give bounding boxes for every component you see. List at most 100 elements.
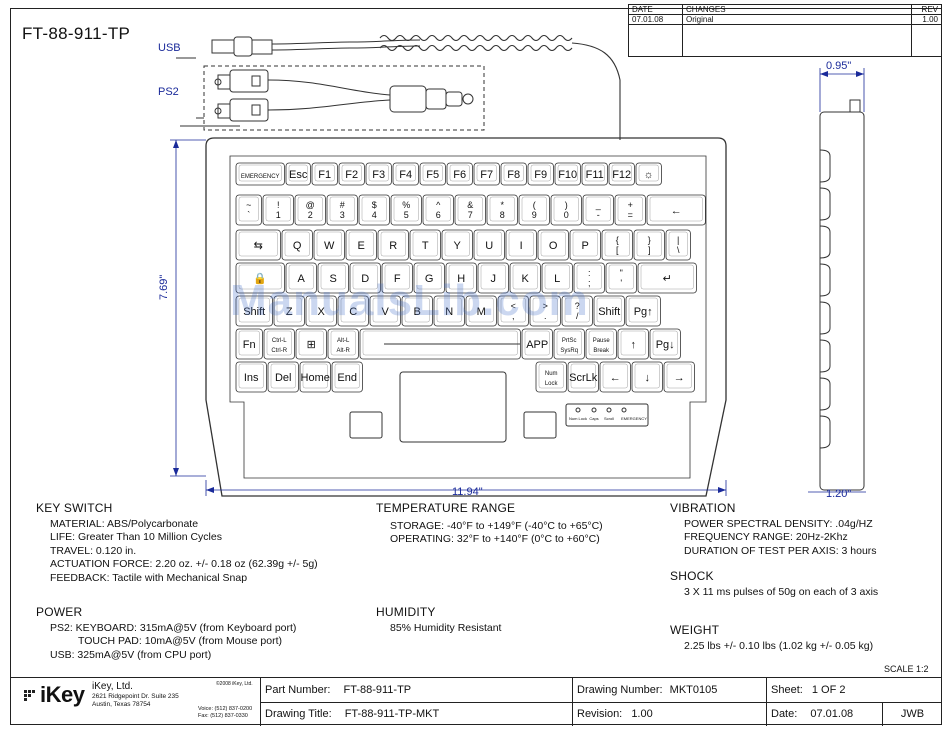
key[interactable]: _- [582, 194, 614, 226]
key[interactable]: F12 [608, 162, 635, 186]
key[interactable]: → [663, 361, 695, 393]
key[interactable]: &7 [454, 194, 486, 226]
key[interactable]: F [381, 262, 413, 294]
key[interactable]: I [505, 229, 537, 261]
key[interactable]: M [465, 295, 497, 327]
key[interactable]: ← [646, 194, 706, 226]
key[interactable]: L [541, 262, 573, 294]
key[interactable]: $4 [358, 194, 390, 226]
key[interactable]: Del [267, 361, 299, 393]
key[interactable]: E [345, 229, 377, 261]
key[interactable]: += [614, 194, 646, 226]
key[interactable]: Ins [235, 361, 267, 393]
key[interactable]: C [337, 295, 369, 327]
key[interactable]: F10 [554, 162, 581, 186]
key[interactable]: F5 [419, 162, 446, 186]
key[interactable]: Home [299, 361, 331, 393]
key[interactable]: ⊞ [295, 328, 327, 360]
key[interactable]: T [409, 229, 441, 261]
key[interactable]: B [401, 295, 433, 327]
key[interactable]: H [445, 262, 477, 294]
key[interactable]: Pg↑ [625, 295, 661, 327]
key[interactable]: %5 [390, 194, 422, 226]
key[interactable]: End [331, 361, 363, 393]
temperature-heading: TEMPERATURE RANGE [376, 501, 516, 515]
key[interactable]: R [377, 229, 409, 261]
key[interactable]: K [509, 262, 541, 294]
key-label: 8 [500, 210, 505, 220]
key[interactable]: EMERGENCY [235, 162, 285, 186]
key[interactable]: !1 [262, 194, 294, 226]
key[interactable]: }] [633, 229, 665, 261]
key[interactable]: ScrLk [567, 361, 599, 393]
key[interactable]: F7 [473, 162, 500, 186]
key[interactable]: F3 [365, 162, 392, 186]
humidity-spec: HUMIDITY 85% Humidity Resistant [376, 605, 501, 635]
key[interactable]: #3 [326, 194, 358, 226]
key[interactable]: D [349, 262, 381, 294]
side-view [819, 111, 865, 491]
key[interactable]: ^6 [422, 194, 454, 226]
key[interactable]: ☼ [635, 162, 662, 186]
key[interactable]: {[ [601, 229, 633, 261]
key[interactable]: *8 [486, 194, 518, 226]
part-number-value: FT-88-911-TP [343, 684, 412, 696]
key[interactable]: Z [273, 295, 305, 327]
key[interactable]: F2 [338, 162, 365, 186]
key[interactable]: O [537, 229, 569, 261]
key[interactable]: <, [497, 295, 529, 327]
key-label: # [340, 200, 345, 210]
key[interactable]: N [433, 295, 465, 327]
key[interactable]: X [305, 295, 337, 327]
key[interactable]: S [317, 262, 349, 294]
key[interactable]: F11 [581, 162, 608, 186]
key[interactable]: P [569, 229, 601, 261]
key[interactable]: )0 [550, 194, 582, 226]
key[interactable]: ?/ [561, 295, 593, 327]
key[interactable]: (9 [518, 194, 550, 226]
key[interactable]: J [477, 262, 509, 294]
key[interactable]: U [473, 229, 505, 261]
key[interactable]: Y [441, 229, 473, 261]
vibration-heading: VIBRATION [670, 501, 736, 515]
key[interactable]: F8 [500, 162, 527, 186]
spec-line: POWER SPECTRAL DENSITY: .04g/HZ [684, 517, 873, 530]
key[interactable]: Shift [593, 295, 625, 327]
key[interactable]: V [369, 295, 401, 327]
key-label: F [394, 273, 401, 285]
key-label: ` [247, 210, 250, 220]
key-switch-heading: KEY SWITCH [36, 501, 113, 515]
key[interactable]: W [313, 229, 345, 261]
key[interactable]: Pg↓ [649, 328, 681, 360]
key[interactable]: :; [573, 262, 605, 294]
key[interactable]: F9 [527, 162, 554, 186]
key[interactable]: ↵ [637, 262, 697, 294]
key[interactable]: ← [599, 361, 631, 393]
key[interactable]: ↑ [617, 328, 649, 360]
key[interactable]: F1 [311, 162, 338, 186]
key[interactable]: F4 [392, 162, 419, 186]
key[interactable]: ↓ [631, 361, 663, 393]
key[interactable]: @2 [294, 194, 326, 226]
key[interactable]: Fn [235, 328, 263, 360]
key[interactable]: Esc [285, 162, 311, 186]
key[interactable]: "' [605, 262, 637, 294]
key[interactable]: APP [521, 328, 553, 360]
key[interactable]: A [285, 262, 317, 294]
key[interactable]: Shift [235, 295, 273, 327]
key[interactable]: G [413, 262, 445, 294]
key[interactable]: ~` [235, 194, 262, 226]
key[interactable]: 🔒 [235, 262, 285, 294]
date-label: Date: [771, 708, 798, 720]
key[interactable]: >. [529, 295, 561, 327]
key-label: J [490, 273, 496, 285]
key[interactable]: |\ [665, 229, 691, 261]
key[interactable]: ⇆ [235, 229, 281, 261]
key[interactable]: F6 [446, 162, 473, 186]
key[interactable]: Q [281, 229, 313, 261]
